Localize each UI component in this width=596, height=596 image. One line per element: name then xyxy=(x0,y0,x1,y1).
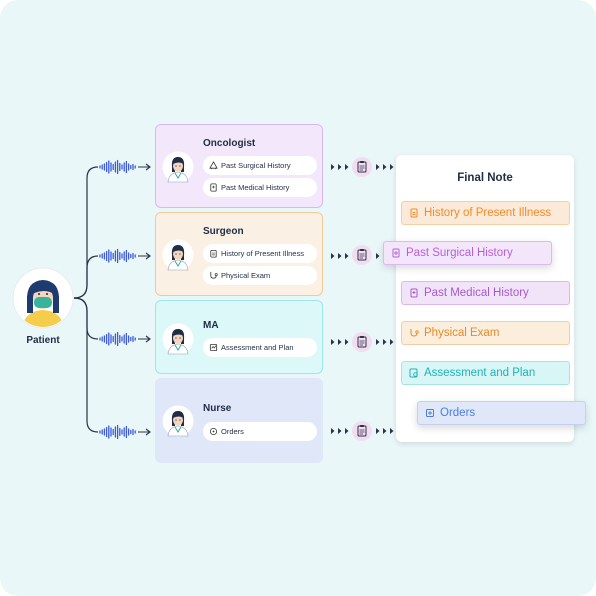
tag-history-of-present-illness: History of Present Illness xyxy=(203,244,317,263)
doctor-avatar-icon xyxy=(162,323,194,355)
tag-label: Orders xyxy=(221,427,244,436)
doctor-avatar-icon xyxy=(162,239,194,271)
flow-dot xyxy=(338,253,342,259)
branch-nurse xyxy=(73,297,99,433)
arrow-icon xyxy=(138,335,151,343)
tag-orders: Orders xyxy=(203,422,317,441)
section-label: Past Medical History xyxy=(424,287,529,299)
flow-dot xyxy=(390,339,394,345)
flow-arrows xyxy=(138,163,151,436)
audio-waveforms xyxy=(99,159,136,440)
section-label: History of Present Illness xyxy=(424,207,552,219)
section-past-surgical-history: Past Surgical History xyxy=(383,241,552,265)
arrow-icon xyxy=(138,163,151,171)
tag-label: Assessment and Plan xyxy=(221,343,294,352)
branch-lines xyxy=(73,166,99,433)
flow-dot xyxy=(331,253,335,259)
clipboard-icon xyxy=(352,157,372,177)
assessment-icon xyxy=(209,343,218,352)
medical-record-icon xyxy=(210,183,217,192)
section-physical-exam: Physical Exam xyxy=(401,321,570,345)
flow-dot xyxy=(376,253,380,259)
patient-avatar xyxy=(12,267,74,329)
role-card-oncologist: Oncologist Past Surgical History Past Me… xyxy=(155,124,323,208)
clipboard-icon xyxy=(210,249,217,258)
branch-oncologist xyxy=(73,166,99,299)
final-note-title: Final Note xyxy=(457,172,513,184)
role-card-nurse: Nurse Orders xyxy=(155,378,323,463)
section-history-of-present-illness: History of Present Illness xyxy=(401,201,570,225)
section-label: Physical Exam xyxy=(424,327,500,339)
patient-label: Patient xyxy=(26,335,60,346)
tag-physical-exam: Physical Exam xyxy=(203,266,317,285)
arrow-icon xyxy=(138,428,151,436)
role-title: Surgeon xyxy=(203,226,244,237)
tag-label: Past Medical History xyxy=(221,183,290,192)
flow-dot xyxy=(345,428,349,434)
flow-dot xyxy=(331,428,335,434)
tag-label: Physical Exam xyxy=(221,271,271,280)
role-card-surgeon: Surgeon History of Present Illness Physi… xyxy=(155,212,323,296)
flow-dot xyxy=(376,339,380,345)
role-title: MA xyxy=(203,320,219,331)
clipboard-icon xyxy=(352,245,372,265)
section-assessment-and-plan: Assessment and Plan xyxy=(401,361,570,385)
role-title: Oncologist xyxy=(203,138,256,149)
flow-dot xyxy=(383,339,387,345)
orders-icon xyxy=(209,427,218,436)
flow-dot xyxy=(345,339,349,345)
flow-dot xyxy=(376,428,380,434)
clipboard-icon xyxy=(352,421,372,441)
clipboard-icon xyxy=(352,332,372,352)
role-card-ma: MA Assessment and Plan xyxy=(155,300,323,374)
section-past-medical-history: Past Medical History xyxy=(401,281,570,305)
stethoscope-icon xyxy=(210,271,218,279)
flow-dot xyxy=(338,164,342,170)
tag-label: Past Surgical History xyxy=(221,161,291,170)
tag-label: History of Present Illness xyxy=(221,249,304,258)
section-label: Past Surgical History xyxy=(406,247,513,259)
flow-dot xyxy=(345,253,349,259)
clipboard-icon xyxy=(410,208,418,218)
doctor-avatar-icon xyxy=(162,405,194,437)
tag-past-surgical-history: Past Surgical History xyxy=(203,156,317,175)
flow-dot xyxy=(331,339,335,345)
section-label: Assessment and Plan xyxy=(424,367,536,379)
surgery-icon xyxy=(392,248,400,258)
stethoscope-icon xyxy=(410,329,419,337)
flow-dot xyxy=(383,428,387,434)
flow-dot xyxy=(338,428,342,434)
role-title: Nurse xyxy=(203,403,232,414)
flow-dot xyxy=(376,164,380,170)
tag-past-medical-history: Past Medical History xyxy=(203,178,317,197)
orders-icon xyxy=(426,409,434,417)
tag-assessment-and-plan: Assessment and Plan xyxy=(203,338,317,357)
medical-record-icon xyxy=(410,288,418,298)
flow-dot xyxy=(390,164,394,170)
branch-surgeon xyxy=(73,255,99,299)
surgery-icon xyxy=(209,161,218,170)
flow-dot xyxy=(383,164,387,170)
flow-dot xyxy=(338,339,342,345)
section-orders: Orders xyxy=(417,401,586,425)
doctor-avatar-icon xyxy=(162,151,194,183)
flow-dot xyxy=(390,428,394,434)
arrow-icon xyxy=(138,252,151,260)
flow-dots xyxy=(331,164,394,434)
flow-dot xyxy=(331,164,335,170)
section-label: Orders xyxy=(440,407,476,419)
flow-dot xyxy=(345,164,349,170)
assessment-icon xyxy=(409,368,418,378)
